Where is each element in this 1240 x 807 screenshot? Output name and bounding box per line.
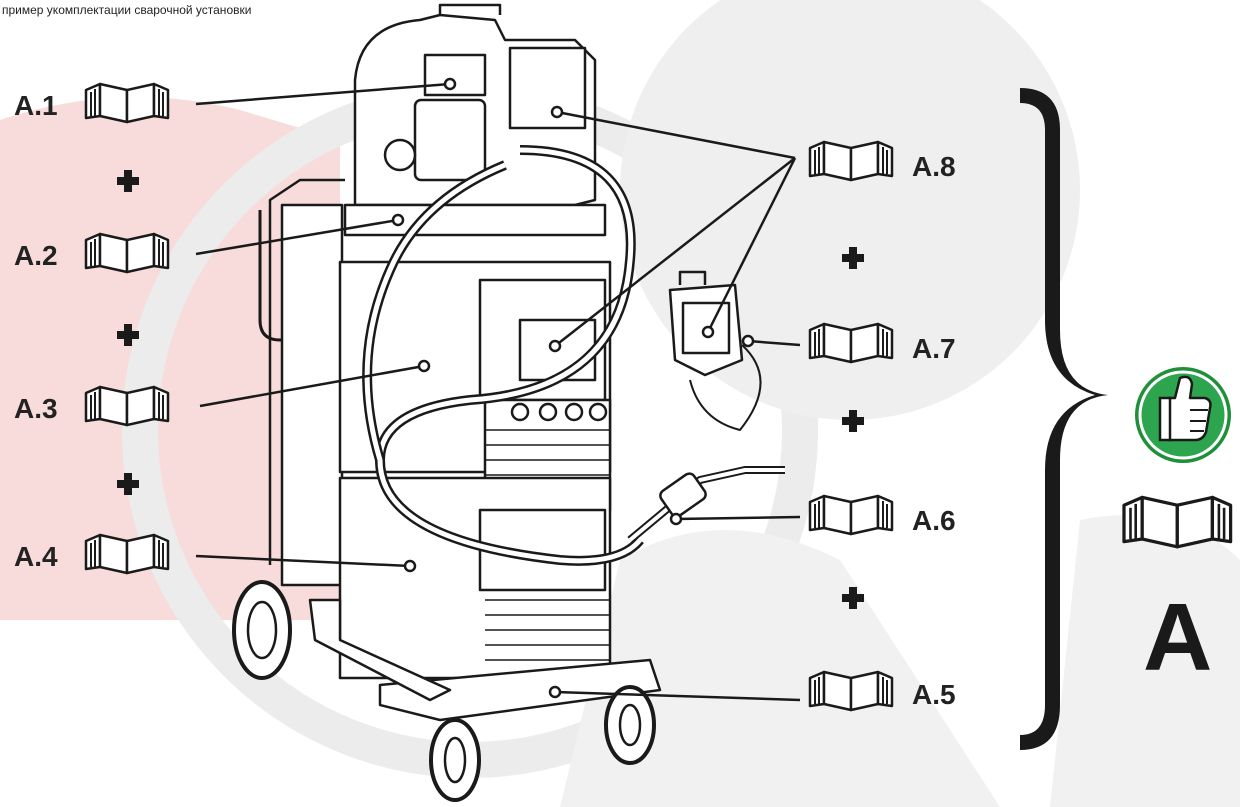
leader-lines [195,77,801,702]
leader-a1 [195,82,451,106]
manual-icon-a8 [808,140,894,182]
manual-icon-a1 [84,82,170,124]
callout-dot-a3 [417,359,431,373]
label-a2: A.2 [14,240,58,271]
manual-icon-a7 [808,322,894,364]
left-manuals: A.1 A.2 A.3 A.4 [14,82,170,575]
label-total: A [1143,584,1212,691]
leader-a6 [675,515,801,521]
leader-a8-power-source [554,157,796,347]
watermark-red-shape [0,97,340,621]
callout-dot-a2 [391,213,405,227]
caption: пример укомплектации сварочной установки [2,3,252,17]
label-a1: A.1 [14,90,58,121]
leader-a8-remote [706,157,797,333]
leader-a2 [195,218,399,256]
manual-icon-a3 [84,385,170,427]
callout-dot-a6 [669,512,683,526]
callout-dot-a7 [741,334,755,348]
welding-machine-drawing [232,3,785,802]
manual-icon-a5 [808,670,894,712]
thumbs-up-icon [1135,367,1231,463]
leader-a8-feeder [556,110,796,160]
callout-dot-a5 [548,685,562,699]
watermark-gray-shape [560,530,1000,807]
manual-icon-combined [1122,495,1233,549]
welding-torch [627,466,785,544]
right-manuals: A.8 A.7 A.6 A.5 [808,140,956,712]
leader-a4 [195,554,411,568]
watermark-gray-corner [1050,515,1240,807]
callout-dot-a8-remote [701,325,715,339]
leader-a7 [747,339,801,347]
label-a7: A.7 [912,333,956,364]
callout-dot-a1 [443,77,457,91]
callout-dot-a4 [403,559,417,573]
manual-icon-a2 [84,232,170,274]
manual-icon-a6 [808,494,894,536]
label-a5: A.5 [912,679,956,710]
label-a6: A.6 [912,505,956,536]
label-a3: A.3 [14,393,58,424]
label-a4: A.4 [14,541,58,572]
manual-icon-a4 [84,533,170,575]
callout-dot-a8-feeder [550,105,564,119]
leader-a3 [199,364,425,408]
curly-brace [1020,88,1108,750]
leader-a5 [554,690,801,702]
cart-base [378,658,662,722]
label-a8: A.8 [912,151,956,182]
callout-dot-a8-power-source [548,339,562,353]
